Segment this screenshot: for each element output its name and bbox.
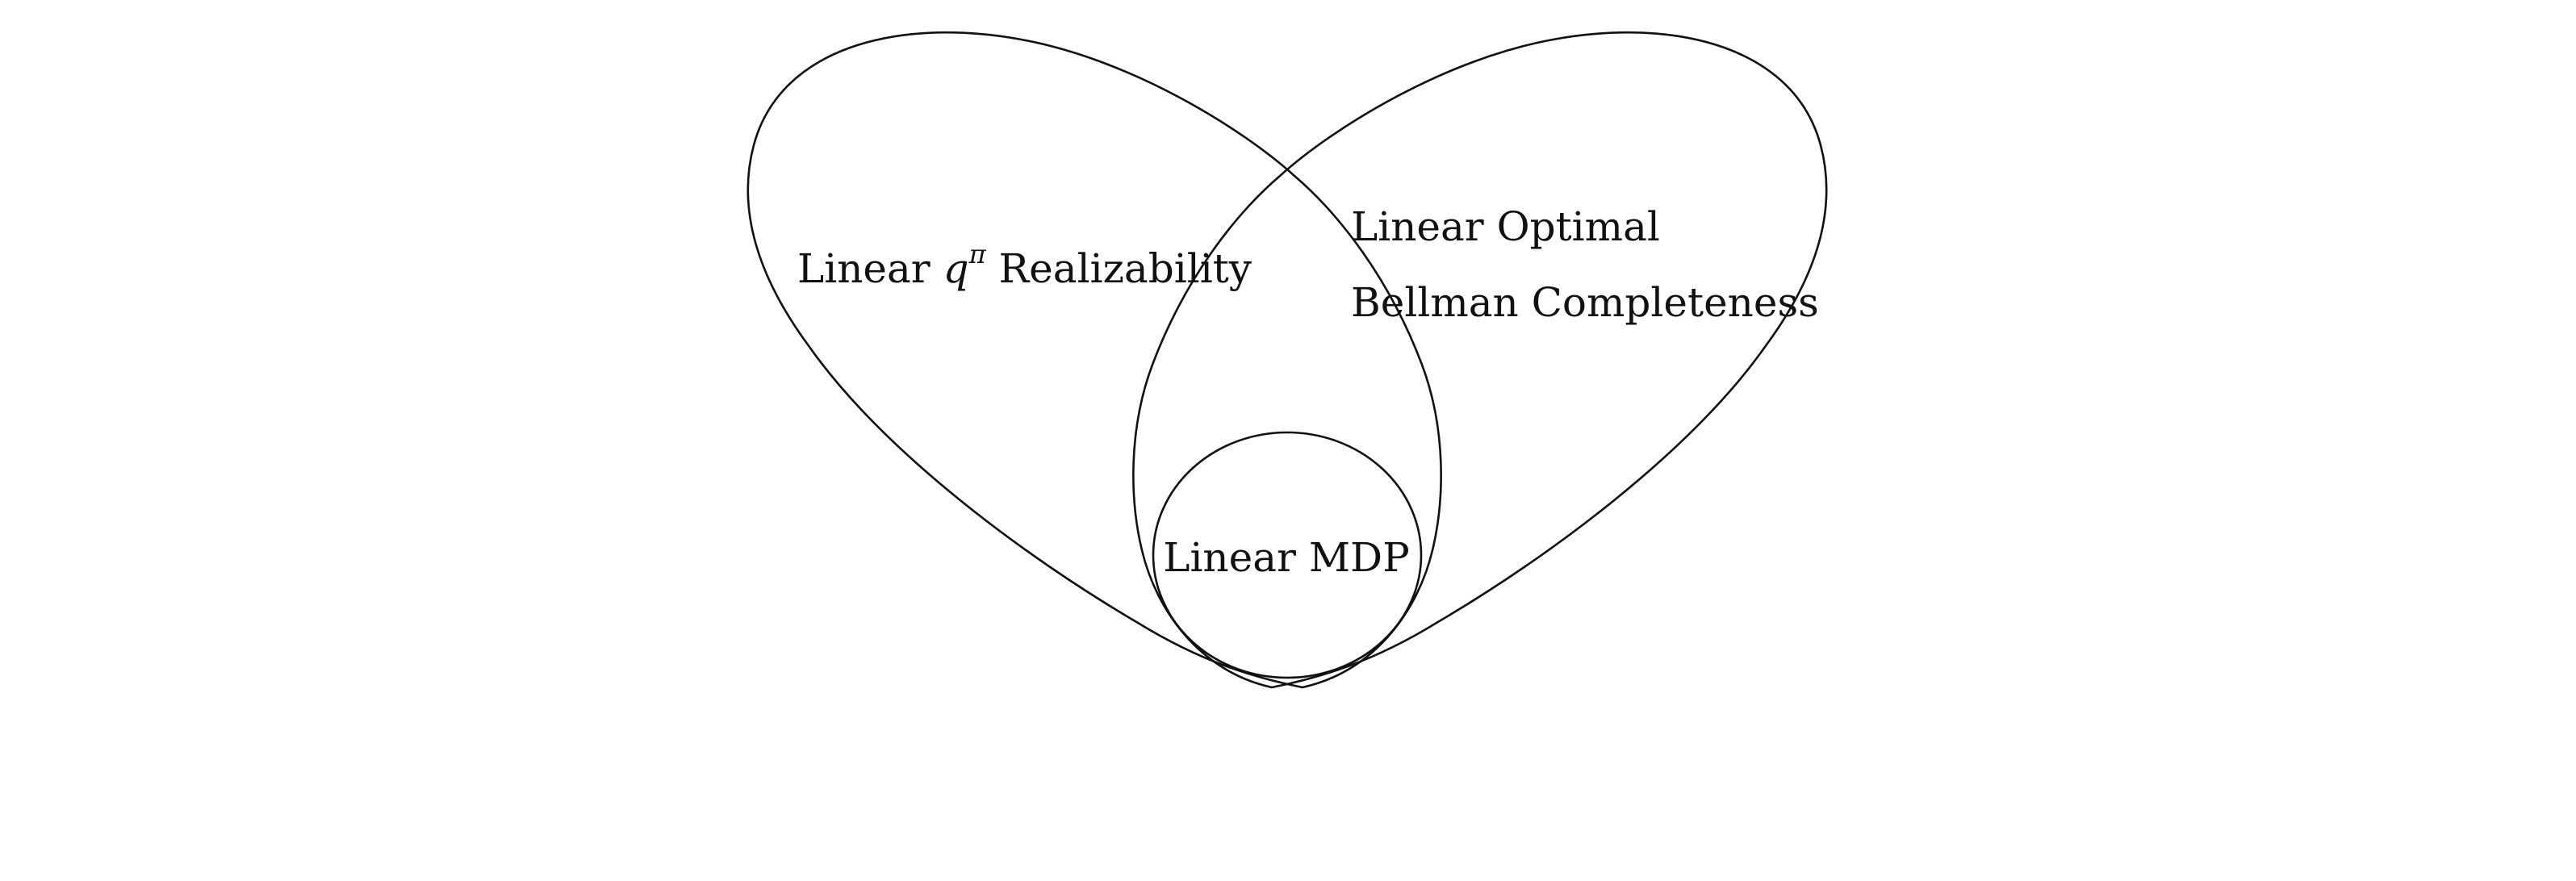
q-symbol: q <box>943 245 969 292</box>
label-suffix: Realizability <box>986 245 1252 292</box>
linear-mdp-region <box>1152 431 1423 679</box>
label-linear-mdp: Linear MDP <box>1163 534 1410 581</box>
label-linear-optimal-line1: Linear Optimal <box>1351 203 1660 250</box>
linear-q-pi-realizability-region <box>746 31 1442 689</box>
pi-superscript: π <box>968 239 987 269</box>
linear-optimal-bellman-completeness-region <box>1132 31 1828 689</box>
label-linear-q-pi-realizability: Linear qπ Realizability <box>797 239 1252 292</box>
label-prefix: Linear <box>797 245 943 292</box>
label-bellman-completeness-line2: Bellman Completeness <box>1351 279 1819 326</box>
